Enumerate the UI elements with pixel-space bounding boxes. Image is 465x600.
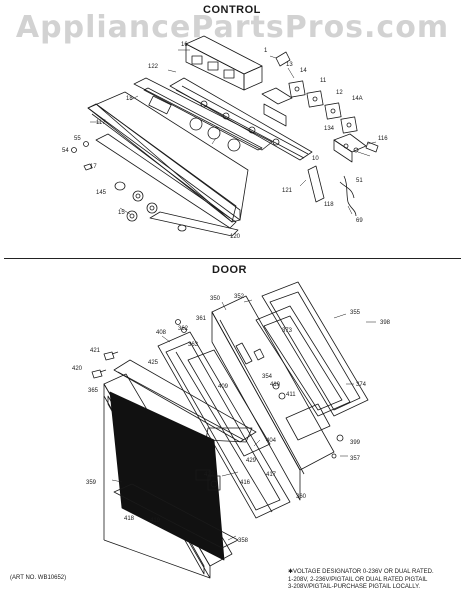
part-label: 417 xyxy=(266,472,277,478)
latch-drawing xyxy=(195,469,221,491)
door-liner-drawing xyxy=(211,295,335,501)
part-label: 145 xyxy=(96,190,107,196)
window-glass-drawing xyxy=(255,305,351,417)
door-section-title: DOOR xyxy=(212,264,247,276)
part-label: 422 xyxy=(204,472,215,478)
part-label: 357 xyxy=(350,456,361,462)
part-label: 399 xyxy=(350,440,361,446)
bracket-drawing xyxy=(261,87,293,105)
backguard-panel-drawing xyxy=(87,91,249,229)
part-label: 51 xyxy=(356,178,363,184)
control-section-title: CONTROL xyxy=(203,4,261,16)
section-divider xyxy=(4,258,461,259)
door-screws-drawing xyxy=(91,319,344,459)
part-label: 10 xyxy=(312,156,319,162)
part-label: 69 xyxy=(356,218,363,224)
part-label: 54 xyxy=(62,148,69,154)
insulation-pack-drawing xyxy=(187,349,271,457)
part-label: 359 xyxy=(86,480,97,486)
part-label: 16 xyxy=(181,42,188,48)
part-label: 12 xyxy=(336,90,343,96)
voltage-note-line: 1-208V, 2-236V/PIGTAIL OR DUAL RATED PIG… xyxy=(288,576,428,583)
part-label: 14 xyxy=(300,68,307,74)
part-label: 13 xyxy=(286,62,293,68)
ground-bracket-drawing xyxy=(307,165,325,203)
terminal-block-drawing xyxy=(333,133,379,163)
door-gasket-drawing xyxy=(261,281,369,417)
clock-module-drawing xyxy=(185,35,263,91)
door-leader-lines xyxy=(111,299,376,541)
part-label: 116 xyxy=(378,136,388,142)
part-label: 122 xyxy=(148,64,159,70)
part-label: 361 xyxy=(196,316,207,322)
part-label: 420 xyxy=(72,366,83,372)
part-label: 55 xyxy=(74,136,81,142)
part-label: 358 xyxy=(238,538,249,544)
part-label: 118 xyxy=(324,202,334,208)
control-board-drawing xyxy=(133,77,273,152)
voltage-note-line: 3-208V/PIGTAIL-PURCHASE PIGTAIL LOCALLY. xyxy=(288,584,421,590)
art-number: (ART NO. WB10652) xyxy=(10,575,67,581)
part-label: 373 xyxy=(282,328,293,334)
part-label: 14A xyxy=(352,96,363,102)
part-label: 410 xyxy=(270,382,281,388)
voltage-note-line: ✱VOLTAGE DESIGNATOR 0-236V OR DUAL RATED… xyxy=(288,569,434,575)
part-label: 18 xyxy=(126,96,133,102)
part-label: 418 xyxy=(124,516,135,522)
part-label: 15 xyxy=(118,210,125,216)
control-leader-lines xyxy=(90,49,377,215)
part-label: 419 xyxy=(150,518,161,524)
part-label: 350 xyxy=(210,296,221,302)
switch-strip-drawing xyxy=(169,77,313,161)
clip-drawing xyxy=(275,51,291,67)
part-label: 355 xyxy=(350,310,361,316)
site-watermark: AppliancePartsPros.com xyxy=(15,10,450,45)
part-label: 352 xyxy=(234,294,245,300)
part-label: 120 xyxy=(230,234,241,240)
voltage-notes: ✱VOLTAGE DESIGNATOR 0-236V OR DUAL RATED… xyxy=(288,569,463,592)
part-label: 362 xyxy=(178,326,189,332)
part-label: 374 xyxy=(356,382,367,388)
part-label: 363 xyxy=(188,342,199,348)
part-label: 365 xyxy=(88,388,99,394)
part-label: 117 xyxy=(96,120,106,126)
part-number-labels: 16 122 1 18 14 13 11 134 116 12 117 55 5… xyxy=(62,42,391,544)
part-label: 1 xyxy=(264,48,268,54)
part-label: 411 xyxy=(286,392,296,398)
knob-set-drawing xyxy=(71,141,187,232)
part-label: 425 xyxy=(148,360,159,366)
part-label: 408 xyxy=(156,330,167,336)
panel-trim-drawing xyxy=(149,211,239,237)
door-handle-drawing xyxy=(113,359,257,443)
infinite-switch-drawing xyxy=(288,80,358,134)
part-label: 429 xyxy=(246,458,257,464)
hinge-slot-drawing xyxy=(235,342,253,365)
part-label: 134 xyxy=(324,126,335,132)
part-label: 404 xyxy=(266,438,277,444)
door-frame-drawing xyxy=(157,331,291,519)
wire-harness-drawing xyxy=(343,175,357,217)
bottom-trim-drawing xyxy=(113,483,239,549)
part-label: 398 xyxy=(380,320,391,326)
part-label: 421 xyxy=(90,348,101,354)
part-label: 409 xyxy=(218,384,229,390)
part-label: 416 xyxy=(240,480,251,486)
part-label: 354 xyxy=(262,374,273,380)
part-label: 360 xyxy=(296,494,307,500)
part-label: 17 xyxy=(90,164,97,170)
part-label: 11 xyxy=(320,78,327,84)
outer-door-panel-drawing xyxy=(103,373,233,579)
part-label: 121 xyxy=(282,188,293,194)
